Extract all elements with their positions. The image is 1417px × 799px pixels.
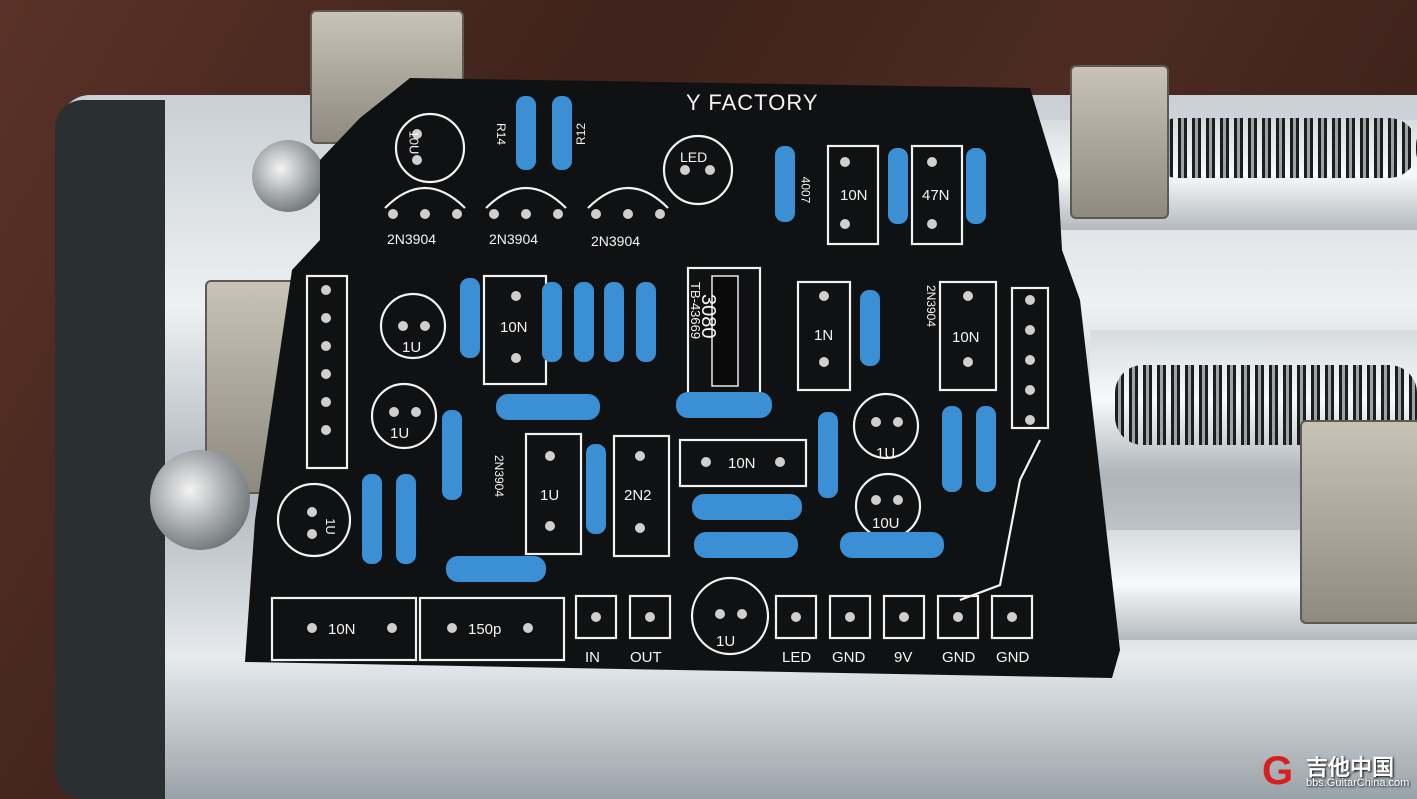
- cap-label-150p: 150p: [468, 621, 502, 638]
- cap-label-1u-output: 1U: [716, 633, 736, 650]
- pad-label-9v: 9V: [894, 649, 913, 666]
- resistors: [362, 96, 996, 582]
- vise-edge: [55, 100, 165, 799]
- resistor-label-r14: R14: [494, 122, 509, 146]
- screw-head-bottom: [150, 450, 250, 550]
- site-watermark: G 吉他中国 bbs.GuitarChina.com: [1262, 750, 1412, 792]
- cap-label-1u-a: 1U: [402, 339, 422, 356]
- transistor-label-1: 2N3904: [387, 231, 437, 247]
- guitarchina-logo-icon: G: [1262, 749, 1294, 793]
- cap-label-2n2: 2N2: [624, 487, 652, 504]
- cap-label-10n-mid: 10N: [728, 455, 756, 472]
- transistor-label-2: 2N3904: [489, 231, 539, 247]
- cap-label-1u-c: 1U: [540, 487, 560, 504]
- screw-head-top: [252, 140, 324, 212]
- resistor-label-r12: R12: [574, 122, 589, 146]
- clamp-top-right: [1070, 65, 1169, 219]
- board-title: Y FACTORY: [686, 90, 819, 115]
- transistor-label-3: 2N3904: [591, 233, 641, 249]
- cap-label-10n-bottom: 10N: [328, 621, 356, 638]
- diode-label-4007: 4007: [798, 176, 813, 204]
- cap-label-1u-e: 1U: [322, 518, 338, 535]
- led-label: LED: [680, 149, 708, 165]
- spring-top: [1150, 118, 1417, 178]
- cap-label-1u-b: 1U: [390, 425, 410, 442]
- clamp-right-block: [1300, 420, 1417, 624]
- cap-label-1n: 1N: [814, 327, 834, 344]
- transistor-label-4: 2N3904: [924, 284, 939, 328]
- pad-label-gnd-2: GND: [942, 649, 976, 666]
- watermark-url: bbs.GuitarChina.com: [1306, 777, 1410, 789]
- cap-label-47n: 47N: [922, 187, 950, 204]
- watermark-text: 吉他中国: [1306, 755, 1395, 780]
- cap-label-10u-top: 10U: [406, 130, 422, 155]
- cap-label-10n-right: 10N: [952, 329, 980, 346]
- pad-label-out: OUT: [630, 649, 662, 666]
- pad-label-in: IN: [585, 649, 600, 666]
- pad-label-gnd-3: GND: [996, 649, 1030, 666]
- pad-label-gnd-1: GND: [832, 649, 866, 666]
- transistor-label-5: 2N3904: [492, 454, 507, 498]
- cap-label-10n-top: 10N: [840, 187, 868, 204]
- cap-label-10n-left: 10N: [500, 319, 528, 336]
- cap-label-1u-d: 1U: [876, 445, 896, 462]
- chip-code: TB-43669: [688, 282, 703, 340]
- cap-label-10u-bottom: 10U: [872, 515, 900, 532]
- pad-label-led: LED: [782, 649, 812, 666]
